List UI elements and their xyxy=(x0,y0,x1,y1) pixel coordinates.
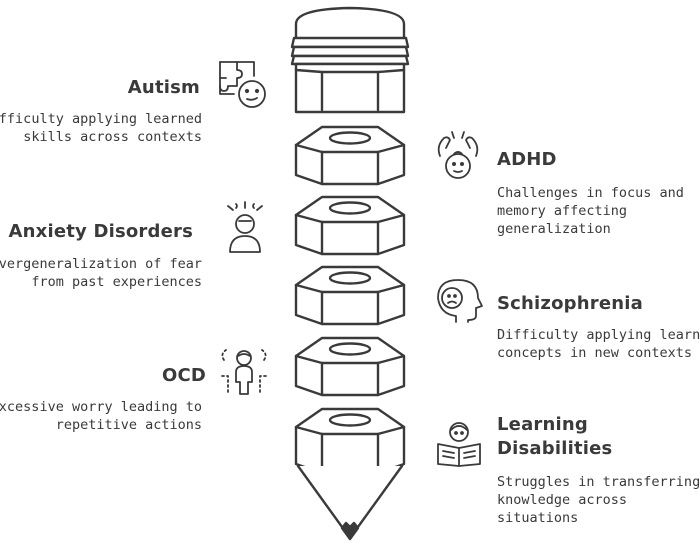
anxious-person-icon xyxy=(227,201,263,253)
reading-person-icon xyxy=(437,422,481,467)
puzzle-face-icon xyxy=(219,61,266,108)
item-desc-learning-disabilities: Struggles in transferring knowledge acro… xyxy=(497,474,700,526)
troubled-head-icon xyxy=(437,279,483,323)
item-desc-ocd: Excessive worry leading to repetitive ac… xyxy=(0,399,202,433)
hex-nut-3 xyxy=(294,265,406,326)
item-title-autism: Autism xyxy=(127,77,200,98)
item-desc-schizophrenia: Difficulty applying learned concepts in … xyxy=(497,327,700,361)
item-desc-adhd: Challenges in focus and memory affecting… xyxy=(497,185,684,237)
repetitive-person-icon xyxy=(221,349,267,395)
item-title-adhd: ADHD xyxy=(497,149,557,170)
pencil-tip xyxy=(296,464,404,541)
hex-nut-5 xyxy=(294,407,406,475)
item-title-learning-disabilities: Learning Disabilities xyxy=(497,414,613,459)
item-title-anxiety-disorders: Anxiety Disorders xyxy=(8,221,193,242)
distracted-child-icon xyxy=(437,131,479,179)
item-title-schizophrenia: Schizophrenia xyxy=(497,293,643,314)
pencil-cap xyxy=(290,6,410,114)
item-desc-autism: Difficulty applying learned skills acros… xyxy=(0,111,202,145)
item-title-ocd: OCD xyxy=(161,365,206,386)
hex-nut-2 xyxy=(294,195,406,256)
hex-nut-1 xyxy=(294,125,406,186)
item-desc-anxiety-disorders: Overgeneralization of fear from past exp… xyxy=(0,256,202,290)
hex-nut-4 xyxy=(294,336,406,397)
